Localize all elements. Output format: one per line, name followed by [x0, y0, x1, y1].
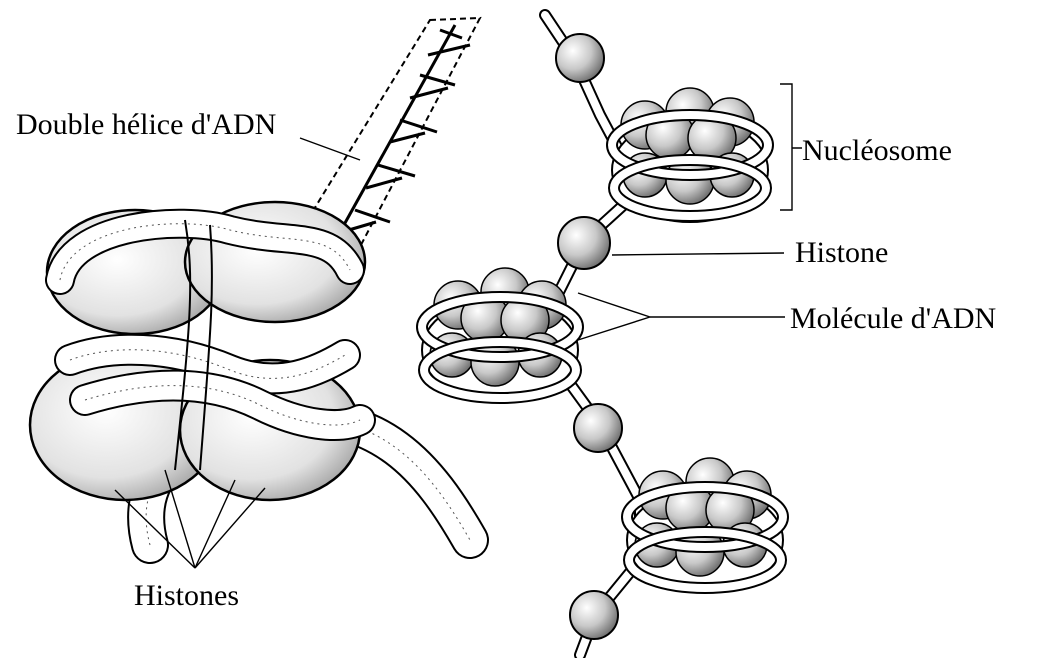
- label-histone: Histone: [795, 236, 888, 269]
- label-nucleosome: Nucléosome: [802, 134, 952, 167]
- nucleosome-bead: [422, 268, 578, 402]
- leader-histone: [612, 253, 784, 255]
- linker-histone-bead: [570, 591, 618, 639]
- leader-histones-3: [195, 480, 235, 568]
- label-histones: Histones: [134, 579, 239, 612]
- nucleosome-bead: [627, 458, 783, 592]
- nucleosome-bead: [612, 88, 768, 222]
- leader-dna-molecule-1: [578, 293, 650, 317]
- nucleosome-bracket: [780, 84, 802, 210]
- leader-dna-molecule-2: [578, 317, 650, 340]
- label-dna-molecule: Molécule d'ADN: [790, 302, 996, 335]
- label-double-helix: Double hélice d'ADN: [16, 108, 276, 141]
- nucleosome-closeup: [30, 18, 480, 545]
- linker-histone-bead: [574, 404, 622, 452]
- nucleosome-chain: [422, 15, 783, 655]
- linker-histone-bead: [556, 34, 604, 82]
- linker-histone-bead: [558, 217, 610, 269]
- leader-histones-4: [195, 488, 265, 568]
